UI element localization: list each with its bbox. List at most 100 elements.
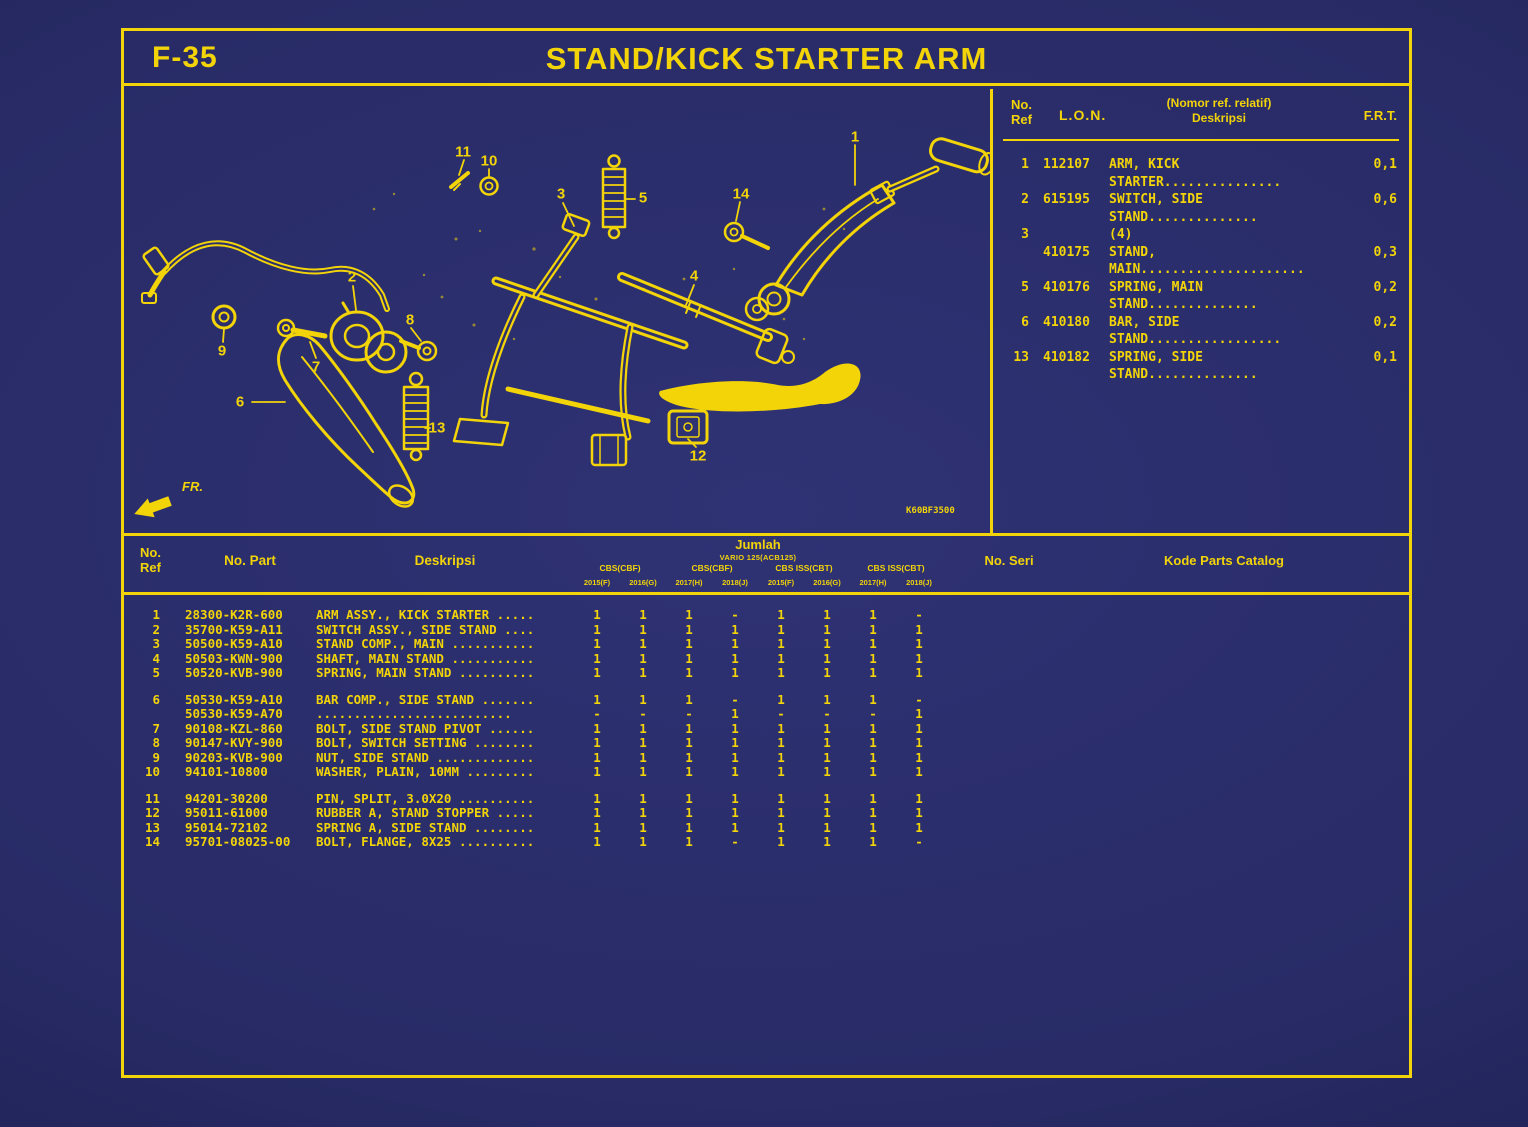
parts-cell-deskripsi: SHAFT, MAIN STAND ........... bbox=[316, 650, 535, 666]
parts-cell-qty: 1 bbox=[685, 764, 693, 779]
year-column-label: 2017(H) bbox=[675, 578, 703, 587]
part-main-stand-spring bbox=[601, 154, 627, 240]
parts-cell-qty: 1 bbox=[639, 650, 647, 666]
parts-cell-qty: 1 bbox=[869, 749, 877, 765]
ref-cell-no bbox=[1003, 244, 1043, 279]
parts-table-header: No. Ref No. Part Deskripsi Jumlah VARIO … bbox=[124, 533, 1409, 595]
diagram-callout-number: 4 bbox=[689, 267, 699, 285]
parts-cell-qty: - bbox=[685, 706, 693, 721]
ref-cell-frt: 0,2 bbox=[1373, 314, 1397, 330]
parts-cell-qty: - bbox=[869, 706, 877, 721]
parts-cell-no-part: 35700-K59-A11 bbox=[185, 621, 283, 637]
parts-cell-qty: 1 bbox=[639, 621, 647, 637]
diagram-callout-number: 7 bbox=[311, 358, 321, 376]
parts-cell-qty: - bbox=[593, 706, 601, 721]
parts-cell-qty: 1 bbox=[915, 735, 923, 750]
parts-cell-no-part: 95701-08025-00 bbox=[185, 834, 291, 849]
parts-cell-qty: 1 bbox=[777, 764, 785, 779]
parts-cell-qty: - bbox=[915, 607, 923, 622]
parts-cell-qty: 1 bbox=[685, 735, 693, 750]
print-noise-speckles bbox=[372, 192, 846, 341]
parts-cell-qty: 1 bbox=[685, 691, 693, 707]
part-pivot-bolt bbox=[276, 318, 328, 339]
parts-cell-qty: 1 bbox=[731, 819, 739, 835]
parts-cell-qty: 1 bbox=[823, 749, 831, 765]
parts-cell-qty: 1 bbox=[731, 636, 739, 651]
part-nut bbox=[211, 304, 237, 330]
parts-cell-qty: 1 bbox=[731, 749, 739, 765]
year-column-label: 2018(J) bbox=[722, 578, 748, 587]
parts-cell-qty: 1 bbox=[639, 834, 647, 849]
parts-cell-deskripsi: RUBBER A, STAND STOPPER ..... bbox=[316, 805, 535, 820]
ref-cell-no: 6 bbox=[1021, 314, 1029, 330]
parts-header-model: VARIO 125(ACB125) bbox=[719, 553, 797, 562]
ref-cell-deskripsi: BAR, SIDE STAND................. bbox=[1109, 314, 1282, 348]
parts-cell-no-part: 95014-72102 bbox=[185, 819, 268, 835]
part-side-stand-bar bbox=[277, 333, 416, 508]
parts-cell-qty: 1 bbox=[593, 720, 601, 736]
parts-cell-qty: 1 bbox=[869, 805, 877, 820]
parts-cell-qty: 1 bbox=[685, 790, 693, 806]
parts-cell-no-part: 50520-KVB-900 bbox=[185, 665, 283, 680]
parts-cell-deskripsi: BOLT, FLANGE, 8X25 .......... bbox=[316, 834, 535, 849]
exploded-parts-drawing bbox=[134, 137, 990, 518]
parts-cell-no-part: 90147-KVY-900 bbox=[185, 735, 283, 750]
parts-cell-qty: 1 bbox=[823, 720, 831, 736]
parts-cell-qty: 1 bbox=[823, 735, 831, 750]
parts-cell-qty: 1 bbox=[777, 819, 785, 835]
parts-cell-qty: 1 bbox=[731, 665, 739, 680]
part-side-stand-switch bbox=[329, 301, 408, 374]
parts-cell-qty: 1 bbox=[685, 665, 693, 680]
parts-cell-qty: 1 bbox=[731, 650, 739, 666]
parts-cell-qty: - bbox=[915, 691, 923, 707]
parts-cell-qty: - bbox=[731, 834, 739, 849]
parts-cell-no-part: 50500-K59-A10 bbox=[185, 636, 283, 651]
parts-cell-qty: 1 bbox=[639, 790, 647, 806]
parts-cell-qty: 1 bbox=[823, 834, 831, 849]
parts-cell-deskripsi: SWITCH ASSY., SIDE STAND .... bbox=[316, 621, 535, 637]
parts-cell-no-part: 94201-30200 bbox=[185, 790, 268, 806]
parts-cell-qty: 1 bbox=[915, 749, 923, 765]
parts-cell-qty: 1 bbox=[915, 764, 923, 779]
parts-cell-no-ref: 13 bbox=[144, 819, 160, 835]
ref-cell-lon: 112107 bbox=[1043, 157, 1090, 172]
parts-cell-qty: - bbox=[731, 691, 739, 707]
ref-table-row: 3(4) bbox=[1003, 226, 1399, 244]
parts-cell-qty: 1 bbox=[869, 607, 877, 622]
parts-cell-qty: 1 bbox=[823, 819, 831, 835]
front-direction-arrow-icon bbox=[134, 496, 172, 518]
callout-leader-lines bbox=[222, 144, 856, 448]
parts-cell-no-ref: 11 bbox=[144, 790, 160, 806]
parts-cell-qty: 1 bbox=[777, 749, 785, 765]
ref-cell-frt: 0,1 bbox=[1373, 157, 1397, 172]
year-column-label: 2016(G) bbox=[813, 578, 841, 587]
parts-cell-qty: 1 bbox=[639, 636, 647, 651]
parts-cell-no-part: 50530-K59-A70 bbox=[185, 706, 283, 721]
ref-cell-lon: 410180 bbox=[1043, 314, 1090, 330]
parts-cell-qty: 1 bbox=[869, 764, 877, 779]
parts-header-deskripsi: Deskripsi bbox=[414, 553, 476, 568]
diagram-callout-number: 12 bbox=[689, 447, 707, 465]
ref-table-header: No. Ref L.O.N. (Nomor ref. relatif) Desk… bbox=[1003, 95, 1399, 141]
diagram-callout-number: 9 bbox=[217, 342, 227, 360]
parts-cell-qty: 1 bbox=[823, 607, 831, 622]
parts-cell-qty: 1 bbox=[915, 621, 923, 637]
title-bar: F-35 STAND/KICK STARTER ARM bbox=[124, 31, 1409, 86]
diagram-callout-number: 1 bbox=[850, 128, 860, 146]
parts-cell-qty: 1 bbox=[731, 621, 739, 637]
parts-cell-qty: 1 bbox=[685, 720, 693, 736]
ref-header-lon: L.O.N. bbox=[1059, 107, 1107, 123]
parts-cell-qty: 1 bbox=[685, 834, 693, 849]
parts-cell-qty: - bbox=[823, 706, 831, 721]
parts-cell-qty: 1 bbox=[915, 805, 923, 820]
